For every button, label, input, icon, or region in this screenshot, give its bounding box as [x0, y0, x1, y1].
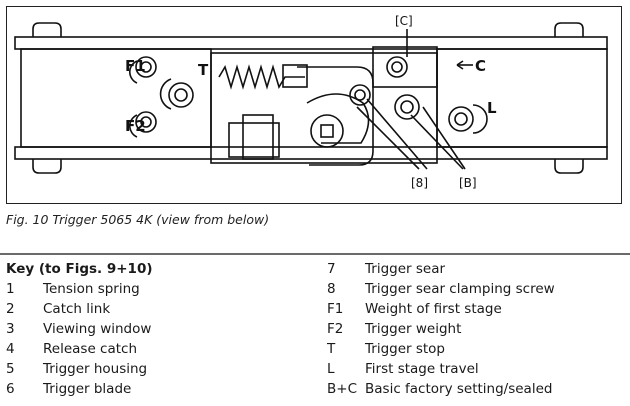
sear-profile	[306, 93, 370, 144]
rail-top	[14, 36, 608, 50]
key-title: Key (to Figs. 9+10)	[6, 261, 153, 277]
arrow-f2	[129, 114, 138, 138]
center-housing	[210, 52, 438, 164]
label-f1: F1	[125, 57, 146, 75]
key-label: Tension spring	[43, 281, 140, 297]
key-number: 8	[327, 281, 336, 297]
trigger-blade	[228, 122, 280, 158]
label-8: [8]	[411, 176, 428, 190]
left-body	[20, 48, 212, 148]
label-c-arrow: C	[475, 57, 486, 75]
sear-block	[297, 66, 374, 166]
catch-link	[282, 64, 308, 88]
key-label: First stage travel	[365, 361, 479, 377]
leader-b	[366, 98, 466, 170]
rail-bottom	[14, 146, 608, 160]
foot-left-bottom	[32, 159, 62, 174]
key-number: 6	[6, 381, 15, 397]
key-label: Trigger sear clamping screw	[365, 281, 555, 297]
foot-left-top	[32, 22, 62, 37]
key-label: Viewing window	[43, 321, 152, 337]
trigger-drawing: F1 F2 T L C [C] [8] [B]	[14, 14, 608, 190]
leader-8	[356, 106, 420, 170]
label-f2: F2	[125, 117, 146, 135]
key-number: 4	[6, 341, 15, 357]
key-number: 7	[327, 261, 336, 277]
key-label: Trigger weight	[365, 321, 462, 337]
key-number: 2	[6, 301, 15, 317]
label-l: L	[487, 99, 497, 117]
key-number: F2	[327, 321, 344, 337]
key-number: L	[327, 361, 335, 377]
section-divider	[0, 253, 630, 255]
screw-b1	[349, 84, 371, 106]
label-b: [B]	[459, 176, 477, 190]
tension-spring	[218, 64, 305, 90]
screw-f2	[135, 111, 157, 133]
screw-b2	[394, 94, 420, 120]
blade-bracket	[242, 114, 274, 160]
key-label: Release catch	[43, 341, 138, 357]
arrow-f1	[129, 60, 138, 84]
viewing-window	[310, 114, 344, 148]
trigger-figure: F1 F2 T L C [C] [8] [B]	[6, 6, 622, 204]
foot-right-top	[554, 22, 584, 37]
key-number: F1	[327, 301, 344, 317]
key-label: Catch link	[43, 301, 111, 317]
screw-c-block	[372, 46, 438, 88]
key-label: Trigger blade	[43, 381, 132, 397]
right-body	[436, 48, 608, 148]
key-label: Trigger housing	[43, 361, 148, 377]
key-number: B+C	[327, 381, 357, 397]
figure-caption: Fig. 10 Trigger 5065 4K (view from below…	[6, 212, 270, 227]
arrow-t	[159, 78, 172, 110]
screw-t	[168, 82, 194, 108]
arrow-l	[472, 104, 488, 134]
screw-f1	[135, 56, 157, 78]
key-number: T	[327, 341, 336, 357]
key-label: Trigger sear	[365, 261, 446, 277]
label-c: [C]	[395, 14, 413, 28]
key-label: Weight of first stage	[365, 301, 502, 317]
key-number: 5	[6, 361, 15, 377]
key-label: Trigger stop	[365, 341, 446, 357]
screw-c	[386, 56, 408, 78]
screw-l	[448, 106, 474, 132]
key-number: 1	[6, 281, 15, 297]
key-number: 3	[6, 321, 15, 337]
key-label: Basic factory setting/sealed	[365, 381, 553, 397]
foot-right-bottom	[554, 159, 584, 174]
label-t: T	[198, 61, 209, 79]
